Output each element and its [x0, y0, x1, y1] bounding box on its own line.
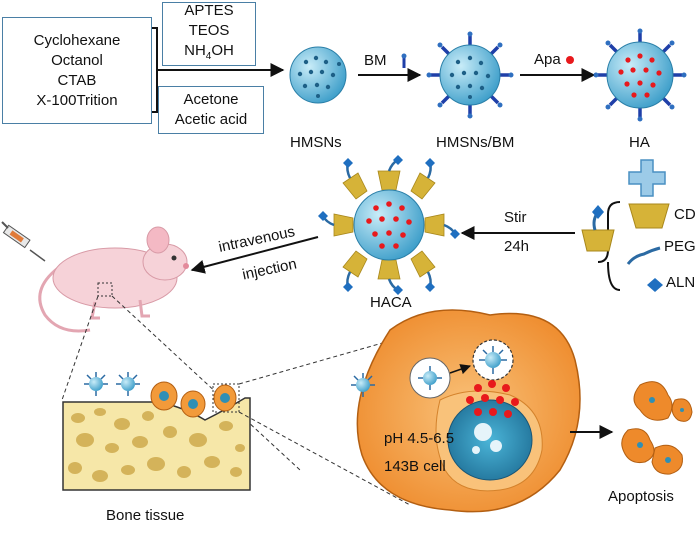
reagent-octanol: Octanol: [51, 51, 103, 69]
reagent-cyclohexane: Cyclohexane: [33, 31, 121, 49]
solvent-acetic-acid: Acetic acid: [174, 111, 248, 128]
label-ha: HA: [629, 134, 650, 151]
nanoparticle-icon: [593, 28, 687, 122]
label-hmsns: HMSNs: [290, 134, 342, 151]
legend-cd: CD: [674, 206, 696, 223]
reagent-nh4oh: NH4OH: [184, 42, 234, 62]
solvent-box: Acetone Acetic acid: [158, 86, 264, 134]
nanoparticle-icon: [318, 155, 460, 295]
label-bone-tissue: Bone tissue: [106, 507, 185, 524]
reagent-teos: TEOS: [188, 22, 230, 39]
reagents-box: Cyclohexane Octanol CTAB X-100Trition: [2, 17, 152, 124]
cell-icon: [356, 309, 581, 513]
label-haca: HACA: [370, 294, 412, 311]
legend-aln: ALN: [666, 274, 696, 291]
label-24h: 24h: [504, 238, 530, 255]
label-hmsns-bm: HMSNs/BM: [436, 134, 515, 151]
apoptotic-cell-icon: [621, 381, 693, 475]
plus-icon: [628, 159, 666, 197]
zoom-lines: [238, 317, 471, 506]
syringe-icon: [1, 221, 46, 262]
label-apa: Apa: [534, 51, 561, 68]
zoom-lines: [61, 295, 301, 471]
nanoparticle-icon: [426, 31, 514, 119]
reagent-aptes: APTES: [184, 2, 234, 19]
solvent-acetone: Acetone: [183, 91, 239, 108]
silica-precursor-box: APTES TEOS NH4OH: [162, 2, 256, 66]
nanoparticle-icon: [289, 46, 347, 104]
label-stir: Stir: [504, 209, 527, 226]
mouse-icon: [38, 226, 189, 333]
reagent-ctab: CTAB: [57, 71, 97, 89]
label-ph: pH 4.5-6.5: [384, 430, 455, 447]
legend-icons: [597, 201, 670, 292]
reagent-triton: X-100Trition: [36, 91, 118, 109]
bm-marker-icon: [401, 53, 407, 68]
injection-arrow: [190, 236, 319, 274]
reagent-bracket: [152, 27, 158, 113]
nanoparticle-icon: [351, 373, 375, 397]
label-bm: BM: [364, 52, 387, 69]
bone-tissue-icon: [62, 372, 251, 491]
label-apoptosis: Apoptosis: [608, 488, 674, 505]
legend-peg: PEG: [664, 238, 696, 255]
label-143b-cell: 143B cell: [384, 458, 446, 475]
cd-peg-aln-icon: [581, 205, 615, 252]
apa-dot-icon: [566, 56, 574, 64]
